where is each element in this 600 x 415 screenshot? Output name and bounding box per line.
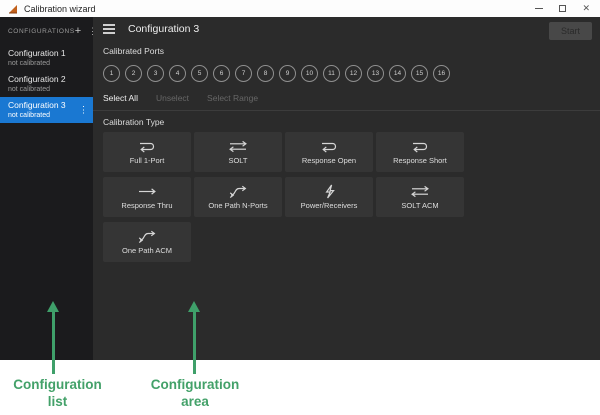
configuration-area-annotation: Configuration area <box>150 377 240 409</box>
calibration-type-solt-acm[interactable]: SOLT ACM <box>376 177 464 217</box>
one-path-arrow-icon <box>136 229 158 243</box>
port-circle-11[interactable]: 11 <box>323 65 340 82</box>
sidebar-item-configuration-3[interactable]: Configuration 3 not calibrated ⋮ <box>0 97 93 123</box>
port-circle-4[interactable]: 4 <box>169 65 186 82</box>
section-divider <box>93 110 600 111</box>
calibration-type-full-1-port[interactable]: Full 1-Port <box>103 132 191 172</box>
port-circle-8[interactable]: 8 <box>257 65 274 82</box>
uturn-arrow-icon <box>409 139 431 153</box>
swap-arrows-icon <box>227 139 249 153</box>
uturn-arrow-icon <box>136 139 158 153</box>
port-actions: Select All Unselect Select Range <box>103 93 590 103</box>
swap-arrows-icon <box>409 184 431 198</box>
calibration-type-response-thru[interactable]: Response Thru <box>103 177 191 217</box>
app-body: CONFIGURATIONS + ⋮ Configuration 1 not ca… <box>0 17 600 360</box>
close-icon[interactable]: ✕ <box>582 3 590 13</box>
uturn-arrow-icon <box>318 139 340 153</box>
window-title: Calibration wizard <box>24 3 96 14</box>
configuration-list-annotation: Configuration list <box>13 377 102 409</box>
calibration-type-one-path-acm[interactable]: One Path ACM <box>103 222 191 262</box>
calibration-type-solt[interactable]: SOLT <box>194 132 282 172</box>
unselect-button[interactable]: Unselect <box>155 93 190 103</box>
configuration-name: Configuration 3 <box>8 100 66 110</box>
page-title: Configuration 3 <box>128 23 200 35</box>
main-header: Configuration 3 Start <box>93 17 600 41</box>
select-range-button[interactable]: Select Range <box>207 93 259 103</box>
calibration-type-label: Response Open <box>301 156 357 165</box>
port-circle-14[interactable]: 14 <box>389 65 406 82</box>
lightning-bolt-icon <box>323 184 336 198</box>
calibration-status: not calibrated <box>8 86 51 93</box>
sidebar-item-configuration-2[interactable]: Configuration 2 not calibrated <box>0 71 93 97</box>
port-circle-1[interactable]: 1 <box>103 65 120 82</box>
calibration-status: not calibrated <box>8 60 51 67</box>
calibration-type-one-path-n-ports[interactable]: One Path N-Ports <box>194 177 282 217</box>
calibration-type-label: Response Short <box>393 156 447 165</box>
port-circle-9[interactable]: 9 <box>279 65 296 82</box>
port-circle-7[interactable]: 7 <box>235 65 252 82</box>
arrow-up-icon <box>188 301 200 312</box>
port-circle-3[interactable]: 3 <box>147 65 164 82</box>
configuration-list-arrow <box>47 301 59 374</box>
port-circle-16[interactable]: 16 <box>433 65 450 82</box>
configuration-area-arrow <box>188 301 200 374</box>
port-circle-2[interactable]: 2 <box>125 65 142 82</box>
menu-icon[interactable] <box>103 24 115 34</box>
add-configuration-icon[interactable]: + <box>74 25 82 37</box>
port-circle-6[interactable]: 6 <box>213 65 230 82</box>
configuration-list-sidebar: CONFIGURATIONS + ⋮ Configuration 1 not ca… <box>0 17 97 360</box>
calibration-type-label: SOLT ACM <box>401 201 439 210</box>
calibration-type-label: Response Thru <box>121 201 173 210</box>
calibrated-ports-heading: Calibrated Ports <box>103 46 164 56</box>
configuration-name: Configuration 1 <box>8 48 66 58</box>
configuration-name: Configuration 2 <box>8 74 66 84</box>
app-icon <box>9 4 17 13</box>
arrow-up-icon <box>47 301 59 312</box>
titlebar: Calibration wizard ✕ <box>0 0 600 17</box>
start-button[interactable]: Start <box>549 22 592 40</box>
sidebar-item-configuration-1[interactable]: Configuration 1 not calibrated <box>0 45 93 71</box>
calibration-type-response-open[interactable]: Response Open <box>285 132 373 172</box>
sidebar-menu-icon[interactable]: ⋮ <box>88 27 97 36</box>
sidebar-header-icons: + ⋮ <box>75 26 97 37</box>
select-all-button[interactable]: Select All <box>103 93 138 103</box>
one-path-arrow-icon <box>227 184 249 198</box>
calibration-type-label: One Path ACM <box>121 246 173 255</box>
calibration-type-label: Full 1-Port <box>129 156 165 165</box>
port-circle-5[interactable]: 5 <box>191 65 208 82</box>
item-menu-icon[interactable]: ⋮ <box>79 104 88 115</box>
calibration-status: not calibrated <box>8 112 51 119</box>
sidebar-header: CONFIGURATIONS + ⋮ <box>0 17 97 42</box>
maximize-icon[interactable] <box>559 5 567 12</box>
calibration-type-label: One Path N-Ports <box>208 201 268 210</box>
calibration-type-power-receivers[interactable]: Power/Receivers <box>285 177 373 217</box>
port-circle-10[interactable]: 10 <box>301 65 318 82</box>
calibration-type-response-short[interactable]: Response Short <box>376 132 464 172</box>
port-circle-13[interactable]: 13 <box>367 65 384 82</box>
calibration-wizard-window: Calibration wizard ✕ CONFIGURATIONS + ⋮ … <box>0 0 600 360</box>
calibration-type-label: Power/Receivers <box>300 201 358 210</box>
arrow-right-icon <box>136 184 158 198</box>
configurations-heading: CONFIGURATIONS <box>8 28 75 35</box>
port-circle-15[interactable]: 15 <box>411 65 428 82</box>
minimize-icon[interactable] <box>535 8 544 9</box>
calibration-type-heading: Calibration Type <box>103 117 165 127</box>
calibration-type-label: SOLT <box>228 156 248 165</box>
window-controls: ✕ <box>535 4 592 13</box>
configuration-area: Configuration 3 Start Calibrated Ports 1… <box>93 17 600 360</box>
calibration-type-grid: Full 1-Port SOLT Response Open Response Sho… <box>103 132 590 262</box>
port-circle-12[interactable]: 12 <box>345 65 362 82</box>
